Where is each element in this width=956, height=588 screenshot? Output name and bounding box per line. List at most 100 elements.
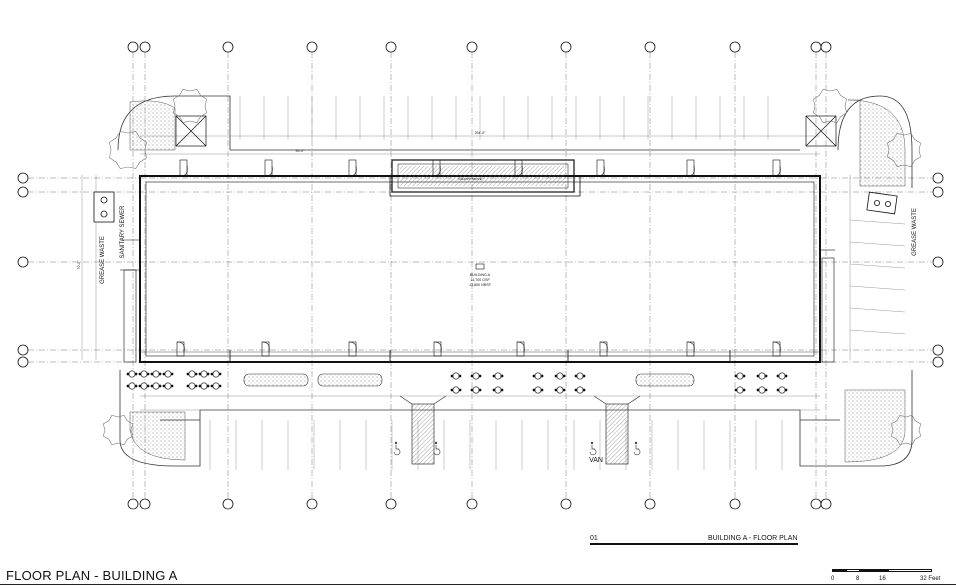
grid-bubble-bottom <box>820 498 832 510</box>
grid-bubble-bottom <box>127 498 139 510</box>
patio-table <box>758 386 766 394</box>
column-grid-top <box>127 41 832 500</box>
chair <box>450 374 454 378</box>
patio-table <box>152 370 160 378</box>
accessible-symbol <box>589 445 597 456</box>
row-grid-right <box>932 172 944 368</box>
grid-bubble-top <box>729 41 741 53</box>
grid-bubble-bottom <box>729 498 741 510</box>
chair <box>210 372 214 376</box>
parking-stripes-top <box>239 96 769 140</box>
chair <box>500 388 504 392</box>
tree-canopy <box>109 131 147 169</box>
chair <box>478 388 482 392</box>
door-swing <box>516 341 525 353</box>
patio-table <box>494 386 502 394</box>
door-swing <box>264 165 273 177</box>
building-walls <box>120 159 835 363</box>
door-swing <box>261 341 270 353</box>
accessible-symbol <box>633 445 641 456</box>
door-swing <box>176 341 185 353</box>
patio-table <box>212 382 220 390</box>
room-tag-box <box>475 263 485 270</box>
tree-canopy <box>102 414 134 446</box>
drawing-title-rule <box>590 543 798 545</box>
scale-seg-1 <box>832 569 846 572</box>
chair <box>470 388 474 392</box>
building-tag: BUILDING A <box>470 273 491 277</box>
chair <box>764 388 768 392</box>
dim-total: 294'-0" <box>475 131 487 135</box>
chair <box>150 372 154 376</box>
patio-table <box>200 370 208 378</box>
patio-table <box>736 386 744 394</box>
grid-bubble-top <box>820 41 832 53</box>
patio-table <box>556 386 564 394</box>
patio-table <box>576 386 584 394</box>
patio-table <box>452 386 460 394</box>
parking-stripe-east <box>849 241 906 247</box>
chair <box>138 372 142 376</box>
grid-bubble-bottom <box>306 498 318 510</box>
chair <box>458 388 462 392</box>
front-door <box>599 341 608 357</box>
grid-bubble-top <box>644 41 656 53</box>
grease-trap-right <box>866 191 898 215</box>
chair <box>554 388 558 392</box>
canopy-note: CANOPY ABOVE <box>458 177 482 181</box>
parking-stripe-east <box>849 307 906 313</box>
door-swing <box>596 165 605 177</box>
chair <box>540 388 544 392</box>
door-swing <box>772 165 781 177</box>
grid-bubble-left <box>17 344 29 356</box>
trees <box>102 89 922 446</box>
tree-canopy <box>173 89 207 123</box>
grid-bubble-bottom <box>810 498 822 510</box>
grid-bubble-top <box>385 41 397 53</box>
chair <box>134 384 138 388</box>
patio-table <box>164 382 172 390</box>
patio-table <box>128 370 136 378</box>
door-swing <box>772 341 781 353</box>
patio-table <box>534 372 542 380</box>
grid-bubble-right <box>932 256 944 268</box>
chair <box>218 384 222 388</box>
grid-bubble-bottom <box>139 498 151 510</box>
front-door <box>516 341 525 357</box>
door-swing <box>432 165 441 177</box>
tree-canopy <box>813 89 847 123</box>
grid-bubble-top <box>466 41 478 53</box>
patio-table <box>778 372 786 380</box>
dim-depth: 70'-0" <box>77 260 81 270</box>
chair <box>574 374 578 378</box>
tree-canopy <box>890 414 922 446</box>
front-door <box>261 341 270 357</box>
planter <box>317 373 383 387</box>
patio-seating <box>126 370 788 394</box>
grid-bubble-right <box>932 186 944 198</box>
chair <box>742 388 746 392</box>
chair <box>194 372 198 376</box>
chair <box>198 372 202 376</box>
chair <box>532 388 536 392</box>
chair <box>784 374 788 378</box>
dim-bay: 35'-0" <box>296 149 306 153</box>
accessible-symbol-head <box>434 441 438 445</box>
patio-table <box>556 372 564 380</box>
patio-table <box>736 372 744 380</box>
drawing-number: 01 <box>590 535 598 542</box>
drawing-name: BUILDING A - FLOOR PLAN <box>708 535 798 542</box>
patio-table <box>472 372 480 380</box>
chair <box>206 384 210 388</box>
parking-stripe-east <box>849 285 906 291</box>
chair <box>170 384 174 388</box>
scale-seg-3 <box>860 569 888 572</box>
grease-waste-label-right: GREASE WASTE <box>912 208 918 256</box>
area-gsf: 14,700 GSF <box>470 278 490 282</box>
row-grid-left <box>17 172 932 368</box>
accessible-symbol-head <box>634 441 638 445</box>
chair <box>470 374 474 378</box>
grid-bubble-left <box>17 186 29 198</box>
patio-table <box>128 382 136 390</box>
grid-bubble-top <box>222 41 234 53</box>
